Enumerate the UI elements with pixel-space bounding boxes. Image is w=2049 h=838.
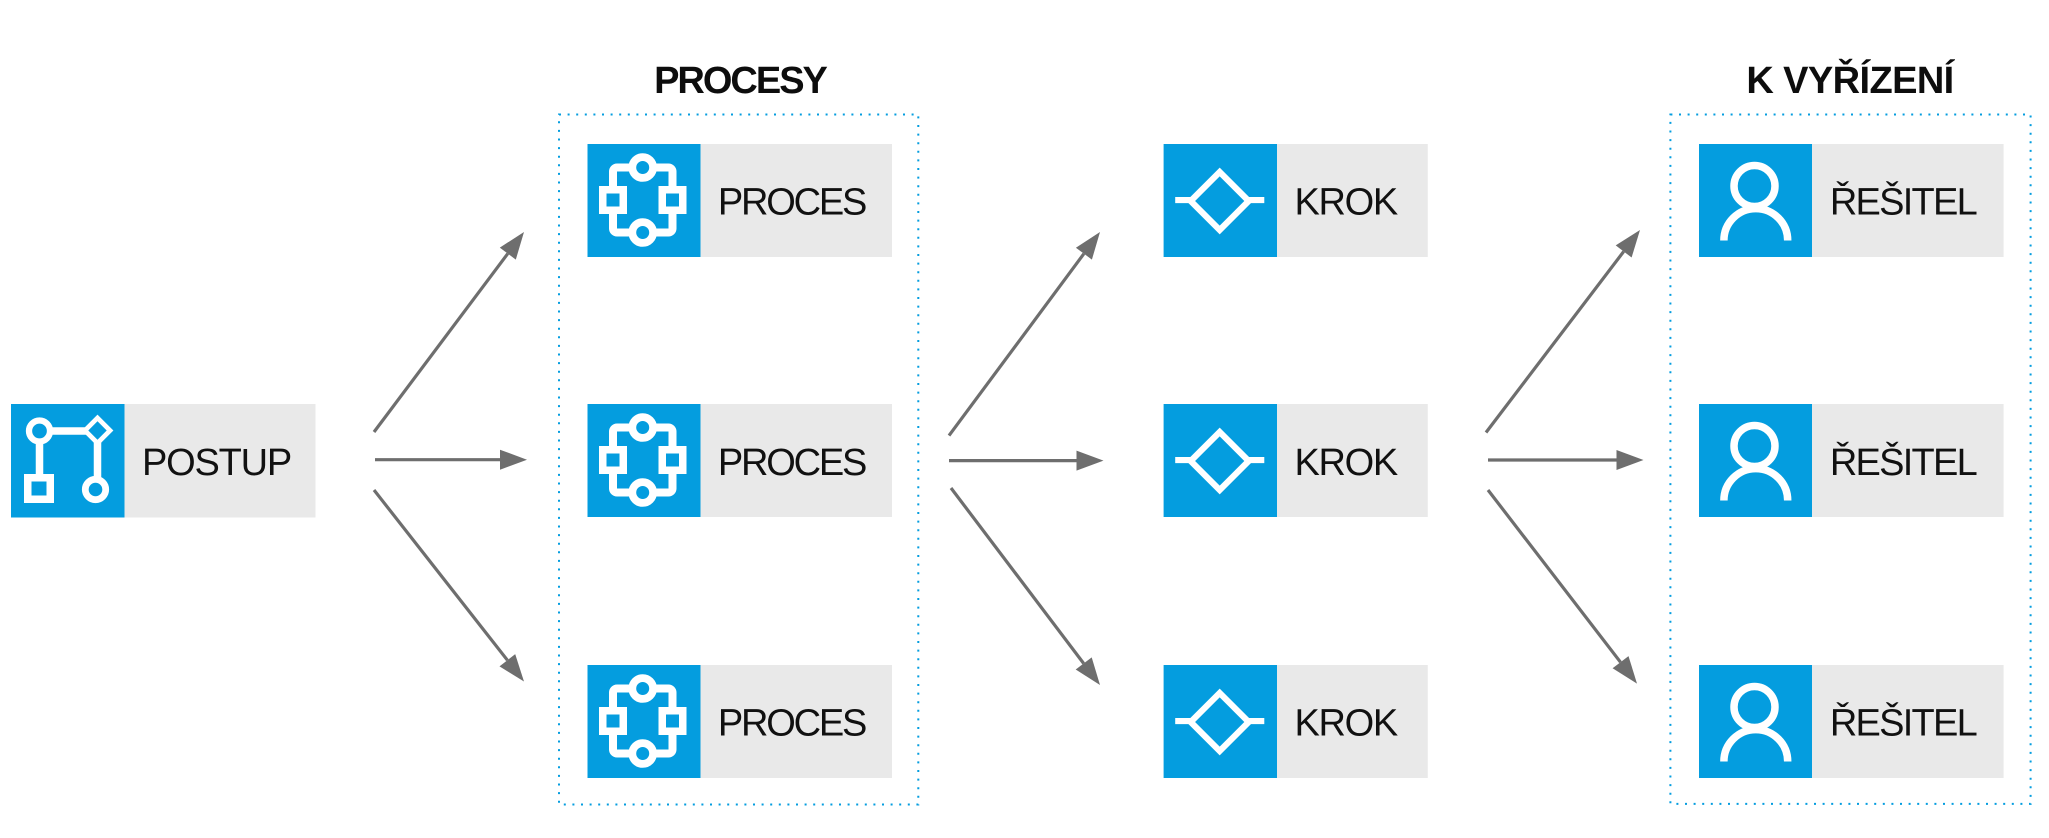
- svg-text:POSTUP: POSTUP: [142, 442, 291, 484]
- svg-text:PROCES: PROCES: [718, 182, 866, 224]
- svg-text:KROK: KROK: [1294, 442, 1397, 484]
- svg-text:ŘEŠITEL: ŘEŠITEL: [1830, 180, 1977, 224]
- svg-text:K VYŘÍZENÍ: K VYŘÍZENÍ: [1746, 58, 1955, 102]
- svg-text:KROK: KROK: [1294, 182, 1397, 224]
- svg-text:KROK: KROK: [1294, 703, 1397, 745]
- svg-text:PROCESY: PROCESY: [654, 60, 827, 102]
- svg-text:ŘEŠITEL: ŘEŠITEL: [1830, 701, 1977, 745]
- svg-text:PROCES: PROCES: [718, 442, 866, 484]
- svg-text:ŘEŠITEL: ŘEŠITEL: [1830, 440, 1977, 484]
- svg-text:PROCES: PROCES: [718, 703, 866, 745]
